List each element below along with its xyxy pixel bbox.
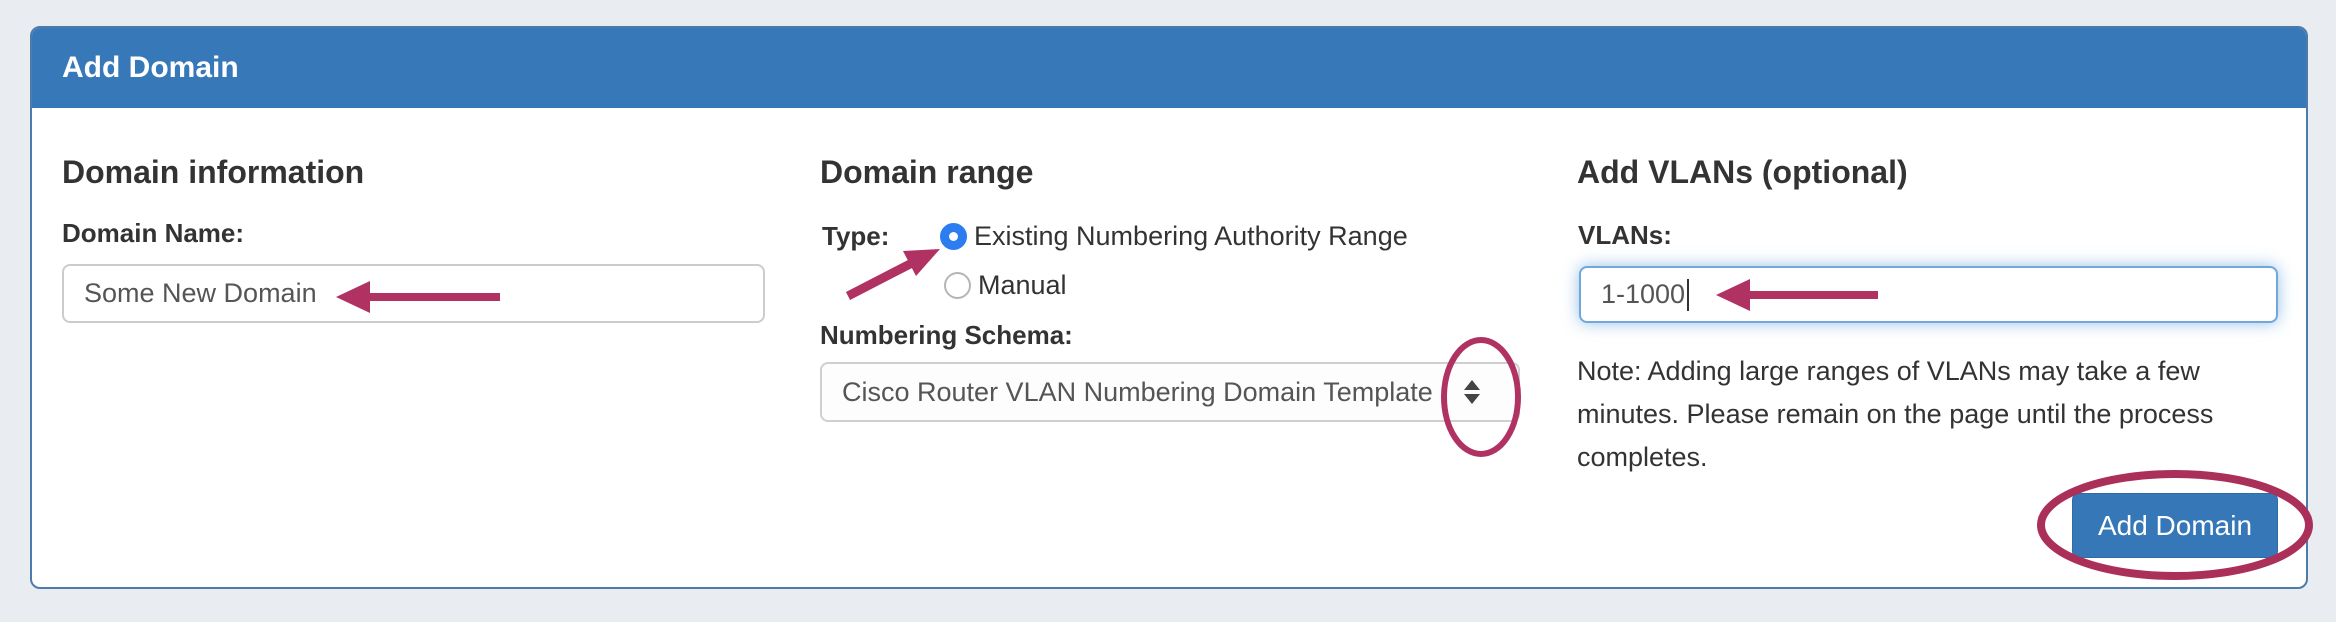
note-line: completes. [1577,442,1708,472]
vlans-label: VLANs: [1578,220,1672,250]
panel-title: Add Domain [62,51,239,84]
radio-option-existing-range[interactable]: Existing Numbering Authority Range [940,220,1408,252]
panel-header: Add Domain [32,28,2306,108]
radio-existing-range[interactable] [940,222,967,250]
text-cursor [1687,278,1690,311]
radio-option-manual[interactable]: Manual [944,269,1067,301]
vlans-input[interactable]: 1-1000 [1579,266,2278,323]
panel-body [32,108,2306,587]
radio-manual[interactable] [944,271,971,299]
note-line: minutes. Please remain on the page until… [1577,399,2214,429]
numbering-schema-select[interactable]: Cisco Router VLAN Numbering Domain Templ… [820,362,1520,422]
domain-information-heading: Domain information [62,154,365,190]
numbering-schema-value: Cisco Router VLAN Numbering Domain Templ… [842,376,1433,407]
domain-range-heading: Domain range [820,154,1034,190]
add-domain-button[interactable]: Add Domain [2072,493,2278,558]
add-domain-button-label: Add Domain [2097,509,2253,541]
domain-name-input[interactable]: Some New Domain [62,264,765,323]
vlans-note: Note: Adding large ranges of VLANs may t… [1577,350,2297,479]
radio-manual-label[interactable]: Manual [978,270,1067,300]
numbering-schema-label: Numbering Schema: [820,320,1073,350]
add-vlans-heading: Add VLANs (optional) [1577,154,1908,190]
domain-name-value: Some New Domain [84,278,317,308]
vlans-value: 1-1000 [1601,279,1686,309]
select-updown-icon [1464,380,1480,404]
note-line: Note: Adding large ranges of VLANs may t… [1577,356,2200,386]
radio-existing-range-label[interactable]: Existing Numbering Authority Range [974,221,1408,251]
domain-name-label: Domain Name: [62,218,245,248]
type-label: Type: [822,221,890,251]
